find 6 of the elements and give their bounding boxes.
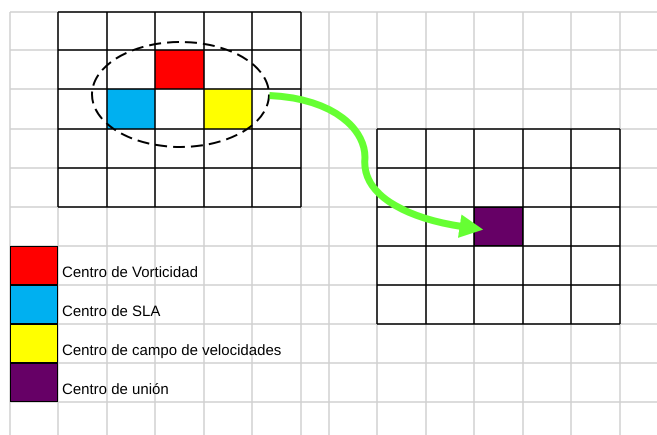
curved-arrow bbox=[269, 92, 484, 238]
merged-cell bbox=[474, 207, 523, 246]
legend-label: Centro de SLA bbox=[62, 304, 160, 319]
legend-label: Centro de campo de velocidades bbox=[62, 343, 282, 358]
legend-label: Centro de Vorticidad bbox=[62, 265, 198, 280]
legend-label: Centro de unión bbox=[62, 382, 169, 397]
